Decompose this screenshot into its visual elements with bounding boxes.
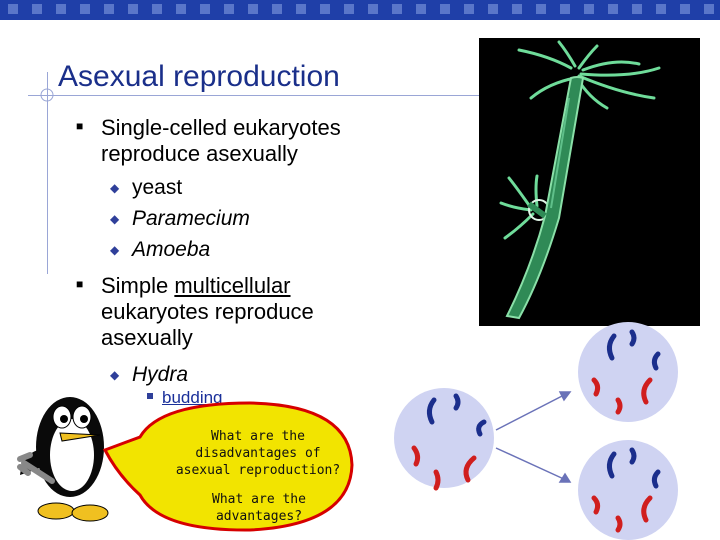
banner-square xyxy=(440,4,450,14)
banner-square xyxy=(8,4,18,14)
banner-square xyxy=(512,4,522,14)
bullet-diamond-icon: ◆ xyxy=(110,368,120,382)
bullet-single-celled: Single-celled eukaryotes reproduce asexu… xyxy=(101,115,341,166)
banner-square xyxy=(320,4,330,14)
banner-square xyxy=(632,4,642,14)
banner-square xyxy=(584,4,594,14)
sub-bullet-paramecium: Paramecium xyxy=(132,207,250,230)
banner-square xyxy=(704,4,714,14)
hydra-photo xyxy=(479,38,700,326)
daughter-cell-bottom xyxy=(578,440,678,540)
banner-square xyxy=(656,4,666,14)
banner-square xyxy=(224,4,234,14)
banner-square xyxy=(536,4,546,14)
banner-square xyxy=(608,4,618,14)
bullet-multicellular: Simple multicellular eukaryotes reproduc… xyxy=(101,273,391,351)
banner-square xyxy=(32,4,42,14)
banner-square xyxy=(200,4,210,14)
banner-square xyxy=(272,4,282,14)
parent-cell xyxy=(394,388,494,488)
bullet-diamond-icon: ◆ xyxy=(110,212,120,226)
slide-title: Asexual reproduction xyxy=(58,60,340,93)
sub-bullet-hydra: Hydra xyxy=(132,363,189,386)
crosshair-icon xyxy=(40,88,54,102)
speech-question-disadvantages: What are the disadvantages of asexual re… xyxy=(175,429,341,478)
multicellular-term: multicellular xyxy=(174,273,291,298)
bullet-diamond-icon: ◆ xyxy=(110,243,120,257)
banner-square xyxy=(416,4,426,14)
sub-bullet-amoeba: Amoeba xyxy=(132,238,211,261)
banner-square xyxy=(296,4,306,14)
guide-line-horizontal xyxy=(28,95,480,96)
bullet-square-icon: ■ xyxy=(76,119,84,133)
speech-question-advantages: What are the advantages? xyxy=(212,492,306,524)
bullet-small-square-icon xyxy=(147,393,153,399)
speech-bubble-area xyxy=(17,397,354,532)
sub-bullet-yeast: yeast xyxy=(132,176,183,199)
dividing-cell-diagram xyxy=(394,322,678,540)
penguin-mascot-icon xyxy=(17,397,109,522)
banner-square xyxy=(368,4,378,14)
banner-square xyxy=(488,4,498,14)
banner-square xyxy=(80,4,90,14)
banner-square xyxy=(344,4,354,14)
sub-sub-bullet-budding: budding xyxy=(162,388,223,407)
banner-square xyxy=(680,4,690,14)
banner-square xyxy=(56,4,66,14)
banner-square xyxy=(104,4,114,14)
daughter-cell-top xyxy=(578,322,678,422)
banner-square xyxy=(248,4,258,14)
bullet-text-start: Simple xyxy=(101,273,175,298)
banner-square xyxy=(464,4,474,14)
top-banner xyxy=(0,0,720,20)
bullet-diamond-icon: ◆ xyxy=(110,181,120,195)
banner-square xyxy=(128,4,138,14)
guide-line-vertical xyxy=(47,72,48,274)
bullet-text-end: eukaryotes reproduce asexually xyxy=(101,299,314,350)
banner-square xyxy=(152,4,162,14)
banner-square xyxy=(176,4,186,14)
banner-square xyxy=(392,4,402,14)
banner-square xyxy=(560,4,570,14)
bullet-square-icon: ■ xyxy=(76,277,84,291)
